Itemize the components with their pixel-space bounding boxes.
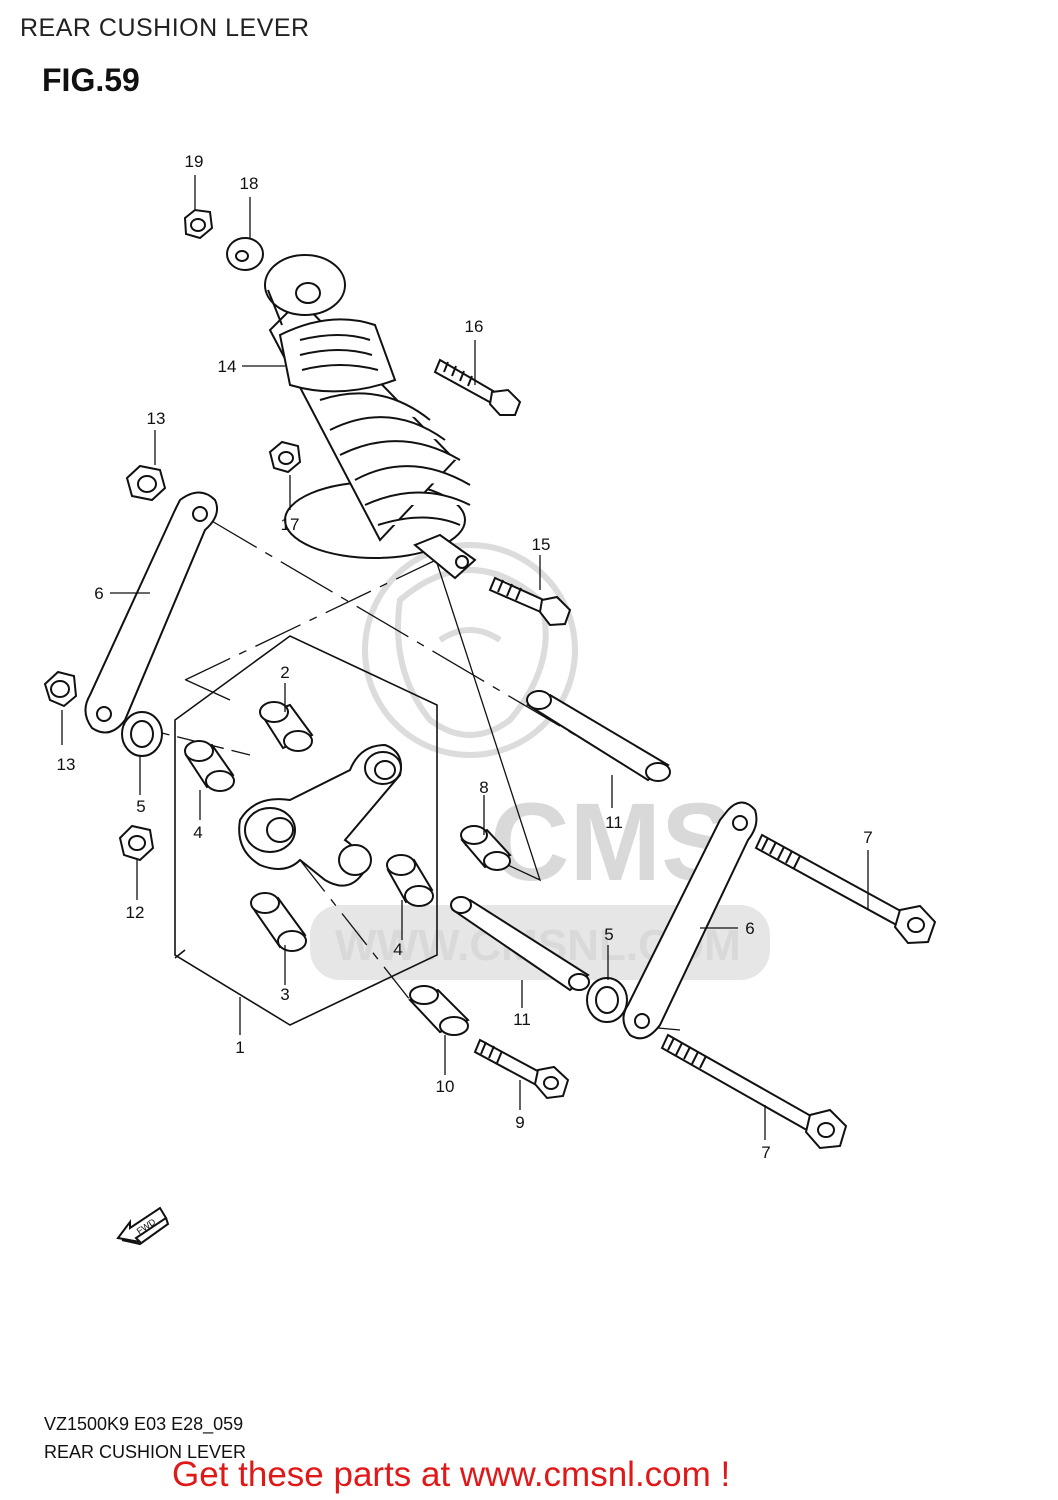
rear-shock-absorber [264, 254, 477, 580]
callout-5-left: 5 [136, 797, 145, 816]
bolt-15 [488, 576, 572, 627]
spacer-8 [460, 825, 512, 871]
bearing-3 [250, 892, 307, 952]
washer-5-left [121, 711, 163, 757]
callout-8: 8 [479, 778, 488, 797]
figure-number: FIG.59 [42, 62, 140, 98]
bolt-7-upper [754, 833, 937, 945]
callout-7-upper: 7 [863, 828, 872, 847]
callout-13-top: 13 [147, 409, 166, 428]
washer-5-right [586, 977, 628, 1023]
link-rod-6-left [84, 491, 218, 734]
callout-19: 19 [185, 152, 204, 171]
nut-17 [268, 440, 302, 474]
sleeve-11-upper [525, 690, 671, 782]
lever-assembly-frame [174, 635, 438, 1026]
nut-13-bottom [43, 670, 78, 708]
callout-11-upper: 11 [605, 813, 623, 832]
callout-5-right: 5 [604, 925, 613, 944]
callout-3: 3 [280, 985, 289, 1004]
bearing-2 [259, 701, 314, 752]
washer-18 [226, 237, 264, 271]
diagram-name: REAR CUSHION LEVER [44, 1442, 247, 1462]
nut-19 [183, 208, 214, 240]
bolt-16 [433, 358, 522, 416]
bearing-4-right [386, 854, 434, 907]
callout-11-lower: 11 [513, 1010, 531, 1029]
callout-16: 16 [465, 317, 484, 336]
page-title: REAR CUSHION LEVER [20, 14, 310, 42]
spacer-10 [408, 985, 470, 1036]
link-rod-6-right [622, 801, 758, 1040]
nut-13-top [125, 464, 167, 502]
callout-2: 2 [280, 663, 289, 682]
diagram-code: VZ1500K9 E03 E28_059 [44, 1414, 244, 1434]
promo-banner[interactable]: Get these parts at www.cmsnl.com ! [172, 1455, 731, 1494]
callout-12: 12 [126, 903, 145, 922]
cushion-lever-1 [238, 743, 402, 887]
callout-1: 1 [235, 1038, 244, 1057]
callout-4-left: 4 [193, 823, 202, 842]
callout-17: 17 [281, 515, 300, 534]
bolt-9 [473, 1038, 570, 1100]
callout-10: 10 [436, 1077, 455, 1096]
callout-15: 15 [532, 535, 551, 554]
bearing-4-left [184, 740, 235, 792]
callout-6-right: 6 [745, 919, 754, 938]
bolt-7-lower [660, 1033, 848, 1150]
forward-arrow-icon: FWD [116, 1206, 170, 1246]
callout-9: 9 [515, 1113, 524, 1132]
callout-6-left: 6 [94, 584, 103, 603]
callout-13-bottom: 13 [57, 755, 76, 774]
callout-4-right: 4 [393, 940, 402, 959]
callout-labels: 1 2 3 4 4 5 5 6 6 7 7 8 9 10 11 11 11 12… [57, 152, 873, 1162]
callout-7-lower: 7 [761, 1143, 770, 1162]
callout-18: 18 [240, 174, 259, 193]
sleeve-11-lower [450, 896, 590, 992]
nut-12 [118, 824, 155, 862]
callout-14: 14 [218, 357, 237, 376]
